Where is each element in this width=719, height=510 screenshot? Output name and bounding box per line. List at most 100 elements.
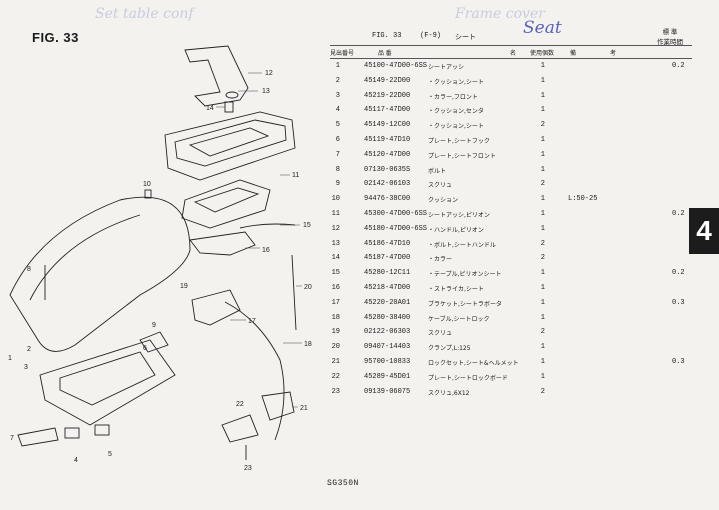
callout-2: 2 bbox=[27, 346, 31, 353]
part-description: ・クッション,シート bbox=[428, 123, 484, 131]
callout-4: 4 bbox=[74, 457, 78, 464]
table-name-label: シート bbox=[455, 34, 476, 41]
cable bbox=[239, 223, 296, 229]
part-description: ・テープル,ピリオンシート bbox=[428, 271, 502, 279]
pillion-seat bbox=[164, 111, 296, 181]
standard-time: 0.3 bbox=[672, 358, 685, 366]
part-number: 45218-47D00 bbox=[364, 284, 411, 292]
part-number: 02122-06303 bbox=[364, 328, 411, 337]
lock-set bbox=[261, 391, 295, 421]
ref-number: 22 bbox=[331, 372, 340, 381]
callout-23: 23 bbox=[244, 465, 252, 470]
handwritten-seat-note: Seat bbox=[523, 18, 562, 38]
quantity: 1 bbox=[540, 313, 545, 322]
part-description: スクリュ,6X12 bbox=[428, 389, 470, 397]
col-part-name: 品 番 bbox=[378, 51, 392, 57]
part-number: 45300-47D00-6SS bbox=[364, 210, 428, 218]
callout-15: 15 bbox=[303, 222, 311, 229]
quantity: 1 bbox=[540, 91, 545, 100]
remark: L:50-25 bbox=[568, 195, 598, 204]
ref-number: 7 bbox=[335, 150, 340, 159]
part-number: 45187-47D00 bbox=[364, 254, 411, 263]
ref-number: 21 bbox=[331, 358, 340, 366]
quantity: 1 bbox=[540, 224, 545, 233]
ref-number: 1 bbox=[335, 62, 340, 70]
callout-12: 12 bbox=[265, 70, 273, 77]
part-description: ・クッション,シート bbox=[428, 78, 484, 86]
callout-22: 22 bbox=[236, 401, 244, 408]
ref-number: 9 bbox=[335, 180, 340, 189]
col-qty: 使用個数 bbox=[530, 51, 555, 57]
part-description: ロックセット,シート&ヘルメット bbox=[428, 360, 519, 367]
lock-plate bbox=[221, 414, 259, 443]
part-description: プレート,シートロックボード bbox=[428, 374, 508, 382]
ref-number: 6 bbox=[335, 136, 340, 144]
quantity: 2 bbox=[540, 239, 545, 248]
quantity: 1 bbox=[540, 150, 545, 159]
col-description: 名 bbox=[510, 51, 517, 57]
quantity: 2 bbox=[540, 254, 545, 263]
part-number: 45280-12C11 bbox=[364, 269, 411, 278]
pillion-handle bbox=[184, 45, 249, 107]
table-fig-label: FIG. 33 bbox=[372, 32, 402, 40]
ref-number: 5 bbox=[335, 121, 340, 130]
part-number: 45117-47D00 bbox=[364, 106, 411, 115]
handle-bolt bbox=[225, 91, 239, 99]
callout-3: 3 bbox=[24, 364, 28, 371]
chapter-tab: 4 bbox=[689, 208, 719, 254]
seat-plate bbox=[181, 179, 271, 229]
quantity: 1 bbox=[540, 372, 545, 381]
faint-handwriting-right: Frame cover bbox=[455, 6, 545, 22]
ref-number: 17 bbox=[331, 298, 340, 307]
col-ref-no: 見出番号 bbox=[330, 51, 355, 57]
table-ref-label: (F-9) bbox=[420, 32, 442, 40]
cushion bbox=[94, 424, 110, 436]
callout-17: 17 bbox=[248, 318, 256, 325]
front-plate bbox=[17, 427, 59, 447]
callout-1: 1 bbox=[8, 355, 12, 362]
part-description: ・ハンドル,ピリオン bbox=[428, 226, 484, 234]
quantity: 2 bbox=[540, 180, 545, 189]
part-description: ・ストライカ,シート bbox=[428, 286, 484, 293]
part-number: 09407-14403 bbox=[364, 343, 411, 352]
rubber-cushion bbox=[144, 189, 152, 199]
part-number: 45120-47D00 bbox=[364, 150, 411, 159]
table-row: 7 45120-47D00 プレート,シートフロント 1 bbox=[330, 149, 692, 163]
quantity: 1 bbox=[540, 210, 545, 218]
quantity: 1 bbox=[540, 358, 545, 366]
part-number: 45100-47D00-6SS bbox=[364, 62, 428, 70]
callout-13: 13 bbox=[262, 88, 270, 95]
part-description: プレート,シートフロント bbox=[428, 152, 496, 160]
standard-time: 0.3 bbox=[672, 298, 685, 307]
part-number: 45149-12C00 bbox=[364, 121, 411, 130]
part-number: 45186-47D10 bbox=[364, 239, 411, 248]
part-number: 45280-38400 bbox=[364, 313, 411, 322]
part-description: ブラケット,シートラボータ bbox=[428, 300, 502, 308]
ref-number: 11 bbox=[331, 210, 340, 218]
part-description: スクリュ bbox=[428, 330, 453, 338]
standard-time: 0.2 bbox=[672, 210, 685, 218]
part-number: 45149-22D00 bbox=[364, 76, 411, 85]
quantity: 1 bbox=[540, 269, 545, 278]
lock-bracket bbox=[191, 289, 241, 326]
quantity: 2 bbox=[540, 328, 545, 337]
ref-number: 16 bbox=[331, 284, 340, 292]
quantity: 1 bbox=[540, 195, 545, 204]
ref-number: 13 bbox=[331, 239, 340, 248]
callout-20: 20 bbox=[304, 284, 312, 291]
quantity: 1 bbox=[540, 343, 545, 352]
collar bbox=[224, 101, 234, 113]
exploded-parts-diagram: 1 2 3 4 5 6 7 8 9 10 11 12 13 14 15 16 1… bbox=[8, 45, 312, 470]
part-number: 94476-38C00 bbox=[364, 195, 411, 204]
